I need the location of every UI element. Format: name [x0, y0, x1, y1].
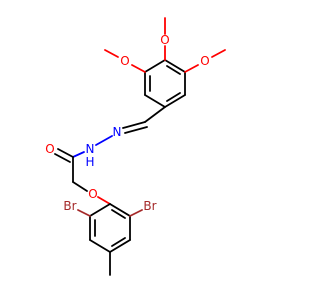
hydrazone-linker [72, 106, 166, 158]
trimethoxyphenyl-ring [144, 59, 186, 108]
bond-ring-br-left [77, 209, 91, 217]
acetamide-linker [54, 148, 111, 205]
bond-ch-n-a [122, 121, 146, 129]
ring-b-inner-2 [111, 237, 126, 247]
ring-b-bond-4 [89, 239, 111, 253]
bond-c-o-carbonyl-a [57, 148, 74, 158]
ring-a-bond-4 [144, 94, 166, 108]
atom-o-methoxy-right: O [200, 54, 209, 68]
atom-o-ether: O [88, 187, 97, 201]
bond-ring-o-left [131, 64, 146, 73]
ring-a-inner-1 [166, 65, 181, 75]
ring-b-bond-3 [109, 239, 131, 253]
bond-ch2-o [72, 181, 88, 192]
bond-c-o-carbonyl-b [54, 153, 71, 163]
atom-labels: O O O N N H O O Br Br [45, 33, 209, 213]
bond-ring-o-right [184, 64, 199, 73]
atom-o-methoxy-top: O [160, 33, 169, 47]
methoxy-groups [104, 17, 226, 73]
dibromophenyl-ring [77, 203, 143, 276]
atom-br-left: Br [63, 199, 76, 213]
ring-b-inner-1 [111, 209, 126, 219]
ring-a-bond-6 [144, 59, 166, 73]
bond-ring-br-right [129, 209, 143, 217]
ring-b-bond-1 [109, 203, 131, 217]
bond-o-ring [97, 196, 111, 205]
ring-a-bond-1 [164, 59, 186, 73]
ring-a-bond-3 [164, 94, 186, 108]
bond-o-ch3-left [104, 49, 119, 58]
molecule-structure: O O O N N H O O Br Br [45, 17, 226, 276]
atom-h-amide: H [85, 155, 94, 169]
atom-n-amide: N [86, 142, 95, 156]
bond-ring-ch [144, 106, 166, 123]
atom-o-carbonyl: O [45, 142, 54, 156]
bond-n-n [95, 135, 113, 146]
ring-a-inner-2 [166, 92, 181, 102]
ring-b-bond-6 [89, 203, 111, 217]
bond-o-ch3-right [211, 49, 226, 58]
atom-br-right: Br [143, 199, 156, 213]
bond-ch-n-b [124, 126, 148, 134]
bond-n-carbonyl [72, 151, 85, 158]
atom-o-methoxy-left: O [120, 54, 129, 68]
atom-n-imine: N [113, 125, 122, 139]
